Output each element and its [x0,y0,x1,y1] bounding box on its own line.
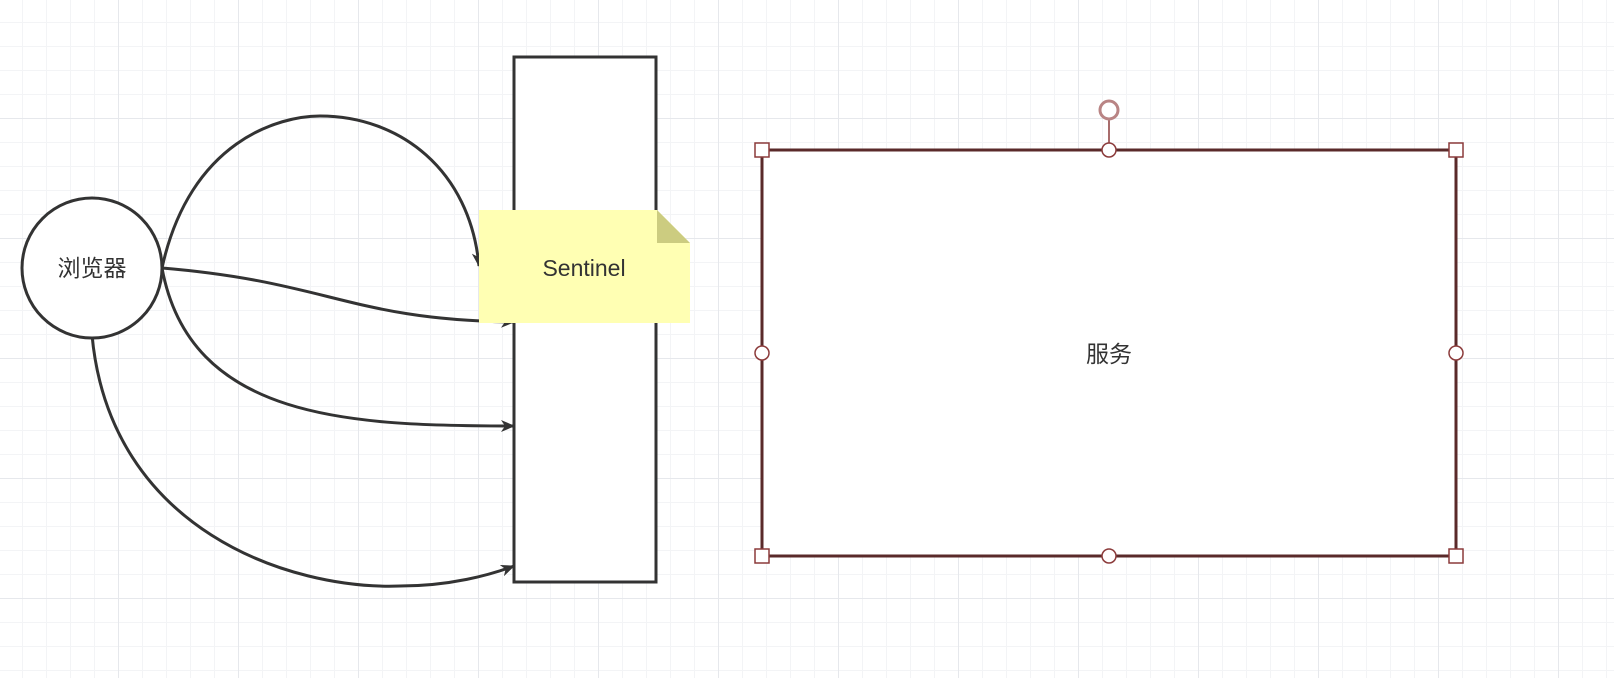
resize-handle-bottom[interactable] [1101,548,1117,564]
service-node[interactable]: 服务 [760,148,1458,558]
resize-handle-top[interactable] [1101,142,1117,158]
resize-handle-bottom-right[interactable] [1448,548,1464,564]
sentinel-label: Sentinel [542,255,625,281]
resize-handle-top-right[interactable] [1448,142,1464,158]
sentinel-note[interactable]: Sentinel [479,210,690,323]
resize-handle-top-left[interactable] [754,142,770,158]
selection-handles[interactable] [754,99,1464,564]
browser-label: 浏览器 [58,255,127,281]
connector-arrow-4[interactable] [90,334,515,588]
rotate-handle[interactable] [1098,99,1120,121]
connector-arrow-1[interactable] [160,114,484,269]
browser-node[interactable]: 浏览器 [20,196,164,340]
resize-handle-right[interactable] [1448,345,1464,361]
connector-arrow-2[interactable] [161,266,515,328]
resize-handle-bottom-left[interactable] [754,548,770,564]
service-label: 服务 [1086,341,1132,367]
connector-arrow-3[interactable] [160,267,515,432]
resize-handle-left[interactable] [754,345,770,361]
